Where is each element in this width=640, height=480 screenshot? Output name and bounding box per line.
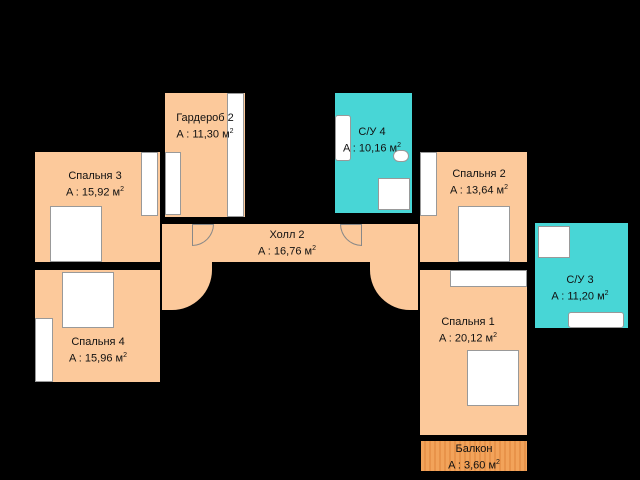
shower-tray [538,226,570,258]
bed [62,272,114,328]
wardrobe-cabinet [35,318,53,382]
double-sink [335,115,351,161]
wardrobe-cabinet [141,152,158,216]
shower-tray [378,178,410,210]
wardrobe-cabinet [165,152,181,215]
wardrobe-cabinet [420,152,437,216]
bed [467,350,519,406]
bed [458,206,510,262]
wardrobe-shelving [227,93,244,217]
hall-lobby-left [162,262,212,310]
bed [50,206,102,262]
room-balcony [421,441,527,471]
double-sink [568,312,624,328]
toilet [393,150,409,162]
hall-lobby-right [370,262,418,310]
wardrobe-cabinet [450,270,527,287]
